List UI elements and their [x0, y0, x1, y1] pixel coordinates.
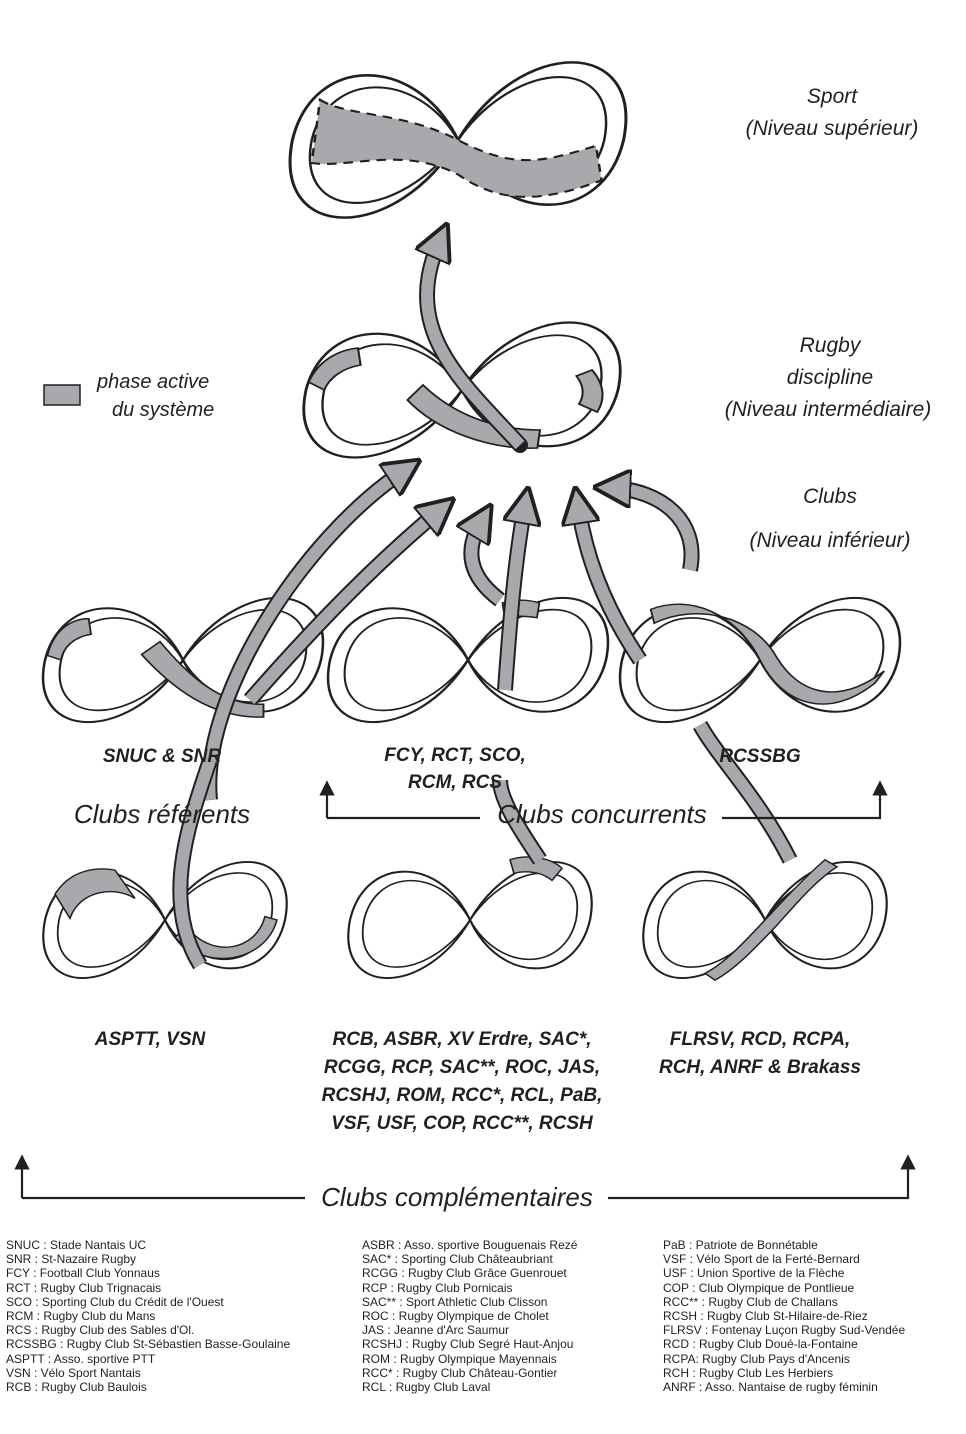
group-label-rcb-3: RCSHJ, ROM, RCC*, RCL, PaB, [322, 1085, 603, 1106]
glossary-entry: RCGG : Rugby Club Grâce Guenrouet [362, 1266, 577, 1280]
group-label-fcy-2: RCM, RCS [408, 772, 502, 793]
glossary-entry: RCL : Rugby Club Laval [362, 1380, 577, 1394]
glossary-entry: RCB : Rugby Club Baulois [6, 1380, 290, 1394]
section-referents: Clubs référents [74, 799, 250, 829]
loop-bottom-right [643, 860, 886, 980]
glossary-entry: SAC** : Sport Athletic Club Clisson [362, 1295, 577, 1309]
glossary-entry: ANRF : Asso. Nantaise de rugby féminin [663, 1380, 905, 1394]
level-sport-1: Sport [807, 85, 858, 108]
glossary-entry: RCP : Rugby Club Pornicais [362, 1281, 577, 1295]
group-label-fcy-1: FCY, RCT, SCO, [384, 745, 525, 766]
glossary-entry: FCY : Football Club Yonnaus [6, 1266, 290, 1280]
group-label-rcb-2: RCGG, RCP, SAC**, ROC, JAS, [324, 1057, 600, 1078]
group-label-rcssbg: RCSSBG [719, 746, 801, 767]
glossary-entry: RCSSBG : Rugby Club St-Sébastien Basse-G… [6, 1337, 290, 1351]
glossary-entry: PaB : Patriote de Bonnétable [663, 1238, 905, 1252]
glossary-entry: SNR : St-Nazaire Rugby [6, 1252, 290, 1266]
glossary-entry: ASBR : Asso. sportive Bouguenais Rezé [362, 1238, 577, 1252]
glossary-entry: RCD : Rugby Club Doué-la-Fontaine [663, 1337, 905, 1351]
glossary-entry: SCO : Sporting Club du Crédit de l'Ouest [6, 1295, 290, 1309]
glossary-col-3: PaB : Patriote de Bonnétable VSF : Vélo … [663, 1238, 905, 1394]
group-label-flrsv-2: RCH, ANRF & Brakass [659, 1057, 861, 1078]
glossary-entry: RCPA: Rugby Club Pays d'Ancenis [663, 1352, 905, 1366]
glossary-entry: RCC* : Rugby Club Château-Gontier [362, 1366, 577, 1380]
glossary-entry: RCSHJ : Rugby Club Segré Haut-Anjou [362, 1337, 577, 1351]
level-rugby-2: discipline [787, 366, 873, 389]
section-complementaires: Clubs complémentaires [321, 1182, 593, 1212]
glossary-entry: RCH : Rugby Club Les Herbiers [663, 1366, 905, 1380]
glossary-entry: JAS : Jeanne d'Arc Saumur [362, 1323, 577, 1337]
legend-swatch [44, 385, 80, 405]
glossary-entry: RCSH : Rugby Club St-Hilaire-de-Riez [663, 1309, 905, 1323]
level-rugby-3: (Niveau intermédiaire) [725, 398, 932, 421]
loop-bottom-left [43, 862, 286, 978]
glossary-entry: ROC : Rugby Olympique de Cholet [362, 1309, 577, 1323]
glossary-entry: RCT : Rugby Club Trignacais [6, 1281, 290, 1295]
group-label-flrsv-1: FLRSV, RCD, RCPA, [670, 1029, 851, 1050]
group-label-rcb-4: VSF, USF, COP, RCC**, RCSH [331, 1113, 594, 1134]
glossary-entry: VSF : Vélo Sport de la Ferté-Bernard [663, 1252, 905, 1266]
section-concurrents: Clubs concurrents [497, 799, 707, 829]
glossary-entry: RCC** : Rugby Club de Challans [663, 1295, 905, 1309]
group-label-asptt: ASPTT, VSN [94, 1029, 207, 1050]
glossary-entry: RCS : Rugby Club des Sables d'Ol. [6, 1323, 290, 1337]
glossary-entry: SNUC : Stade Nantais UC [6, 1238, 290, 1252]
level-sport-2: (Niveau supérieur) [746, 117, 919, 140]
glossary-entry: VSN : Vélo Sport Nantais [6, 1366, 290, 1380]
arrows [180, 240, 790, 965]
glossary-col-2: ASBR : Asso. sportive Bouguenais Rezé SA… [362, 1238, 577, 1394]
glossary-entry: USF : Union Sportive de la Flèche [663, 1266, 905, 1280]
group-label-rcb-1: RCB, ASBR, XV Erdre, SAC*, [332, 1029, 591, 1050]
legend-label-1: phase active [96, 371, 209, 393]
glossary-entry: COP : Club Olympique de Pontlieue [663, 1281, 905, 1295]
level-clubs-2: (Niveau inférieur) [749, 529, 910, 552]
sport-loop [290, 62, 626, 217]
glossary-entry: FLRSV : Fontenay Luçon Rugby Sud-Vendée [663, 1323, 905, 1337]
group-label-snuc: SNUC & SNR [103, 746, 222, 767]
level-rugby-1: Rugby [800, 334, 862, 357]
glossary-entry: ROM : Rugby Olympique Mayennais [362, 1352, 577, 1366]
level-clubs-1: Clubs [803, 485, 857, 508]
glossary-entry: RCM : Rugby Club du Mans [6, 1309, 290, 1323]
glossary-col-1: SNUC : Stade Nantais UC SNR : St-Nazaire… [6, 1238, 290, 1394]
loop-bottom-center [348, 857, 591, 978]
loop-mid-right [620, 598, 900, 722]
legend-label-2: du système [112, 399, 214, 421]
glossary-entry: ASPTT : Asso. sportive PTT [6, 1352, 290, 1366]
glossary-entry: SAC* : Sporting Club Châteaubriant [362, 1252, 577, 1266]
loop-mid-center [328, 598, 608, 722]
